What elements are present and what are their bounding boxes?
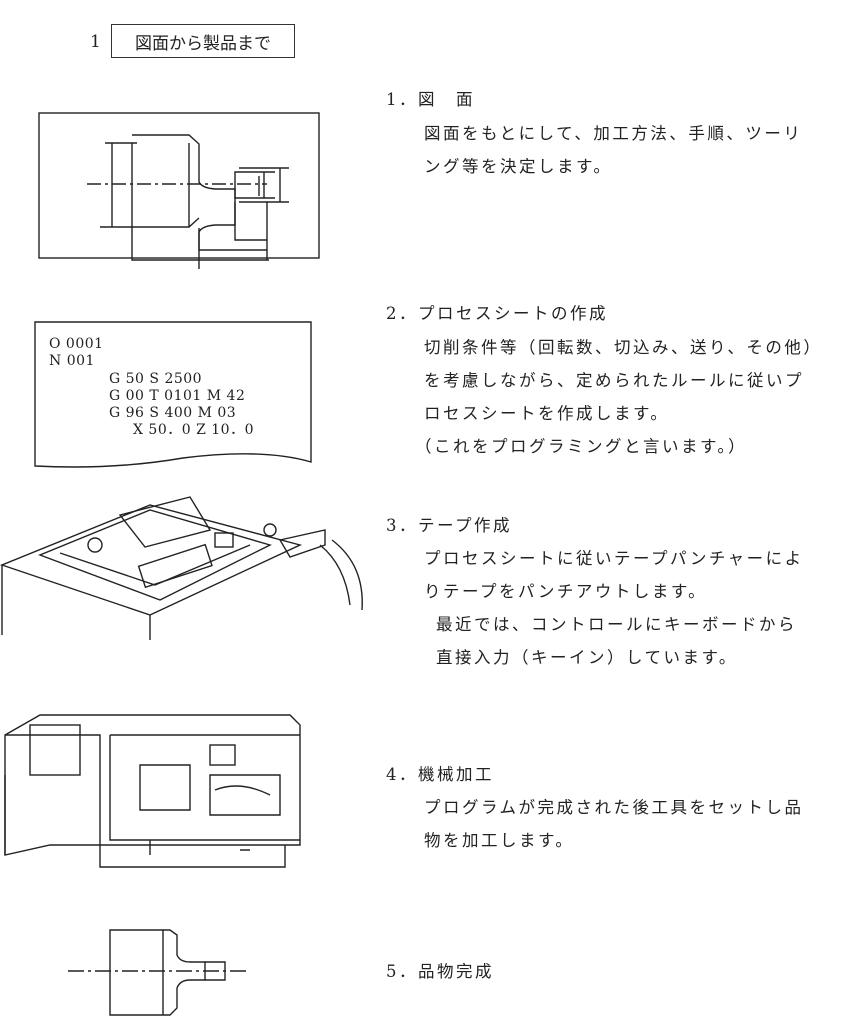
code-line: O 0001 <box>49 336 104 352</box>
section-4-line: 物を加工します。 <box>424 831 575 850</box>
section-3-line: りテープをパンチアウトします。 <box>424 582 708 601</box>
section-5-heading: 5．品物完成 <box>386 962 494 981</box>
page-title: 図面から製品まで <box>135 33 271 54</box>
section-2-heading: 2．プロセスシートの作成 <box>386 304 608 323</box>
section-1-line: 図面をもとにして、加工方法、手順、ツーリ <box>424 124 803 143</box>
section-number: 1 <box>90 32 101 52</box>
code-line: G 50 S 2500 <box>109 371 203 387</box>
part-drawing-illustration <box>38 112 320 269</box>
section-2-line: を考慮しながら、定められたルールに従いプ <box>424 371 804 390</box>
section-1-line: ング等を決定します。 <box>424 157 613 176</box>
section-1-heading: 1．図 面 <box>386 90 475 109</box>
section-2-line: 切削条件等（回転数、切込み、送り、その他） <box>424 338 823 357</box>
tape-puncher-illustration <box>0 496 363 640</box>
section-2-line: （これをプログラミングと言います。） <box>415 437 748 456</box>
section-3-line: 直接入力（キーイン）しています。 <box>436 648 738 667</box>
finished-part-illustration <box>68 929 250 1016</box>
code-line: G 96 S 400 M 03 <box>109 405 237 421</box>
section-3-heading: 3．テープ作成 <box>386 516 513 535</box>
section-4-heading: 4．機械加工 <box>386 765 494 784</box>
section-3-line: 最近では、コントロールにキーボードから <box>436 615 797 634</box>
section-3-line: プロセスシートに従いテープパンチャーによ <box>424 549 804 568</box>
code-line: G 00 T 0101 M 42 <box>109 388 246 404</box>
section-4-line: プログラムが完成された後工具をセットし品 <box>424 798 804 817</box>
cnc-lathe-illustration <box>4 714 301 868</box>
process-sheet-illustration: O 0001 N 001 G 50 S 2500 G 00 T 0101 M 4… <box>33 320 313 470</box>
code-line: X 50．0 Z 10．0 <box>133 422 254 438</box>
code-line: N 001 <box>49 353 95 369</box>
section-2-line: ロセスシートを作成します。 <box>424 404 670 423</box>
page-title-box: 図面から製品まで <box>111 24 295 58</box>
